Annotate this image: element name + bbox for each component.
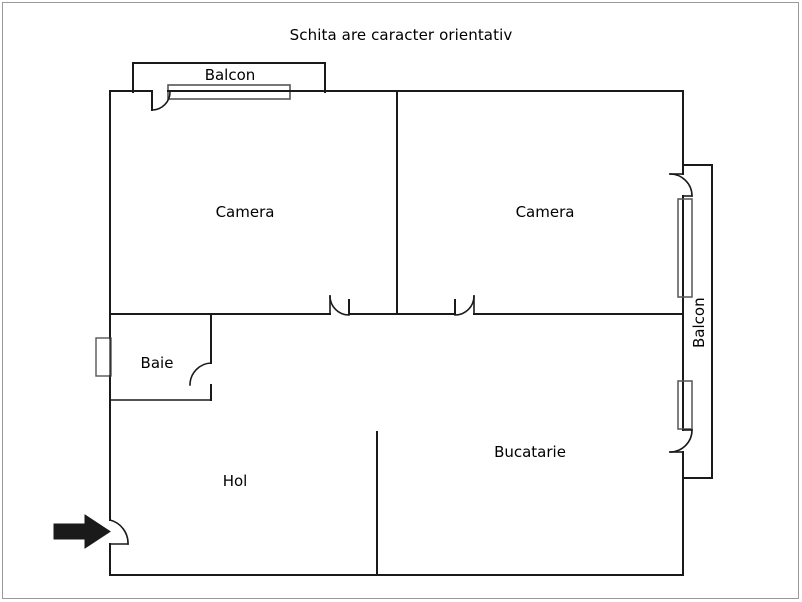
- balcony-right-window-lower: [677, 380, 693, 430]
- room-label-camera-2: Camera: [515, 203, 575, 221]
- room-label-balcon-top: Balcon: [204, 66, 256, 84]
- door-balcony-right-lower: [669, 429, 693, 453]
- door-balcony-right-upper: [669, 173, 693, 197]
- door-camera1-hall: [329, 295, 350, 316]
- door-bathroom: [189, 362, 212, 386]
- room-label-bucatarie: Bucatarie: [494, 443, 566, 461]
- entrance-door: [109, 519, 129, 545]
- page-title: Schita are caracter orientativ: [289, 26, 513, 44]
- balcony-top-outline: [132, 62, 326, 93]
- room-label-hol: Hol: [222, 472, 248, 490]
- room-label-baie: Baie: [140, 354, 174, 372]
- balcony-right-window-upper: [677, 198, 693, 298]
- door-camera2-hall: [454, 295, 475, 316]
- bathroom-walls: [109, 313, 212, 401]
- balcony-right-outline: [682, 164, 713, 479]
- room-label-camera-1: Camera: [215, 203, 275, 221]
- apartment-outer-walls: [109, 90, 684, 576]
- balcony-top-door: [151, 90, 171, 111]
- entrance-arrow-icon: [53, 514, 111, 549]
- window-bathroom: [95, 337, 112, 377]
- room-label-balcon-right: Balcon: [690, 297, 708, 349]
